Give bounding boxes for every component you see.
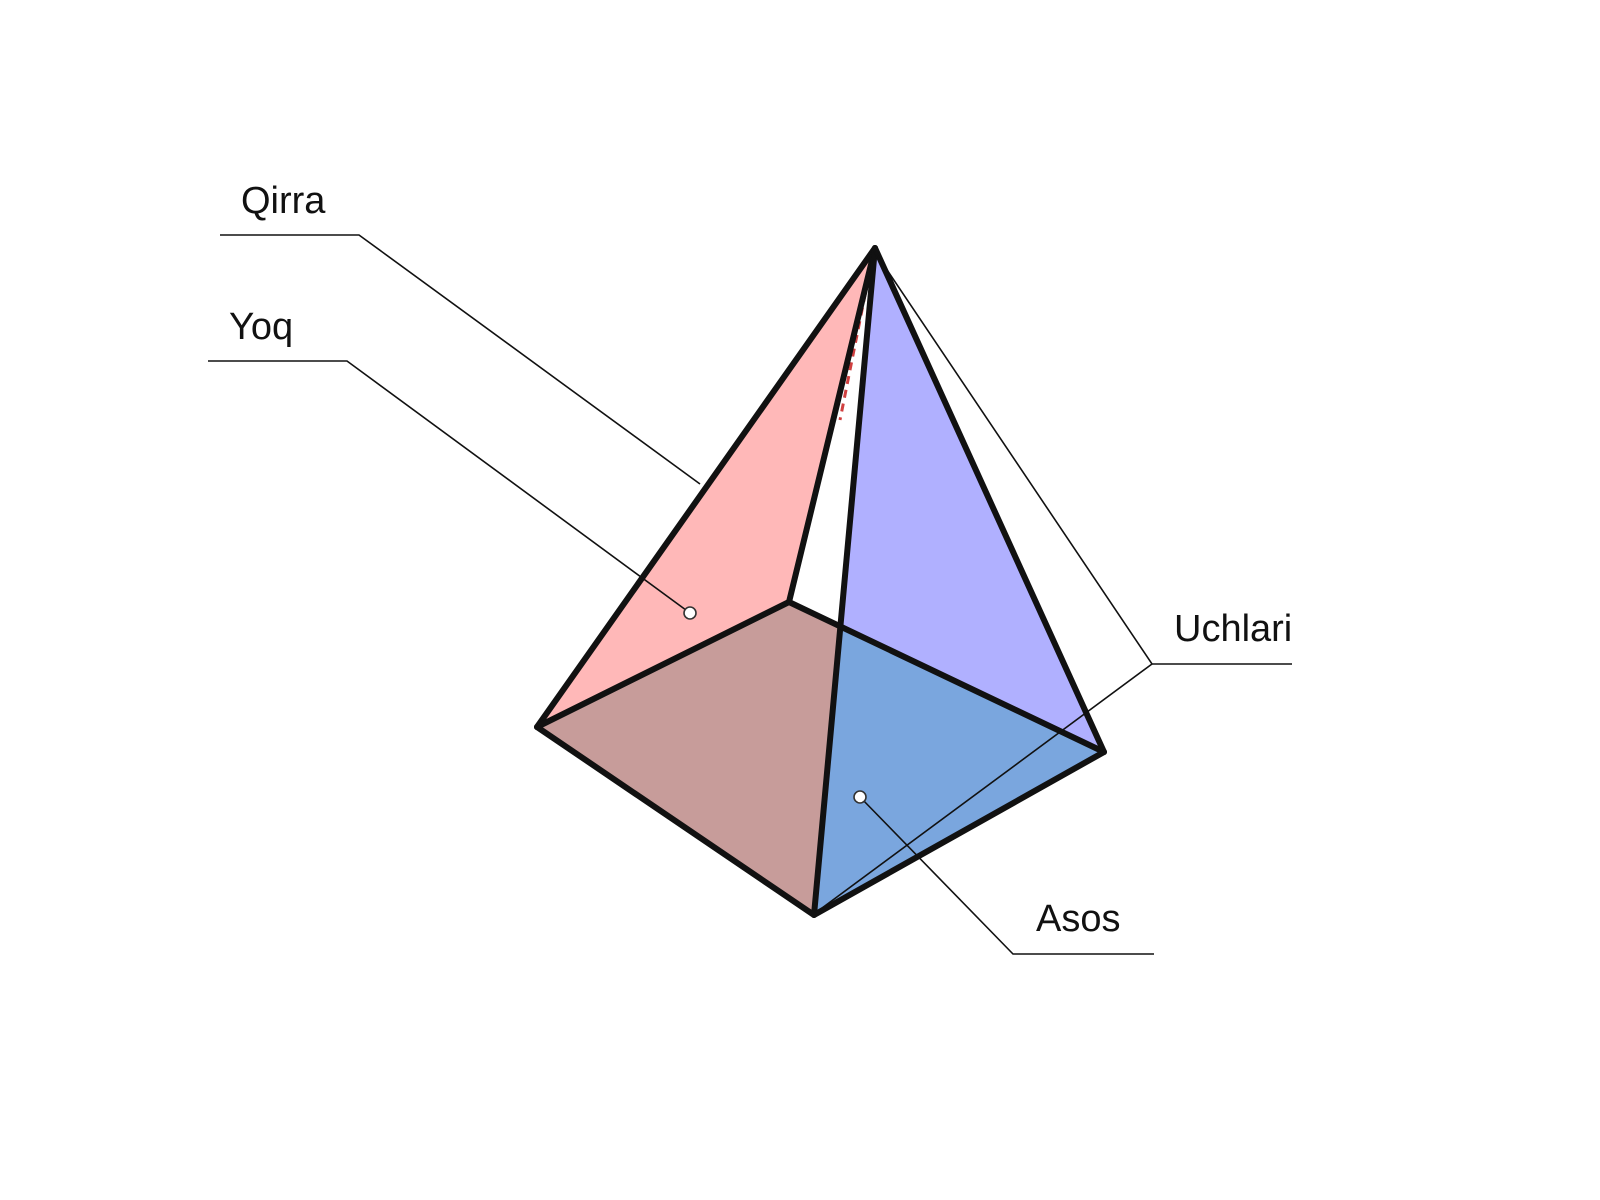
label-base: Asos bbox=[1036, 898, 1121, 940]
edge-apex-right bbox=[872, 245, 1107, 755]
right-face bbox=[838, 248, 1104, 752]
edge-apex-left bbox=[534, 245, 878, 730]
edge-base-back-right bbox=[786, 599, 1107, 755]
face-marker bbox=[683, 606, 697, 620]
leader-qirra bbox=[220, 234, 701, 485]
base-front-left-region bbox=[537, 602, 838, 915]
label-edge: Qirra bbox=[241, 180, 326, 222]
edge-base-right-front bbox=[811, 749, 1107, 918]
edge-apex-back bbox=[786, 245, 878, 605]
leader-lines bbox=[208, 234, 1292, 955]
hidden-edge bbox=[838, 279, 870, 421]
base-marker bbox=[853, 790, 867, 804]
edge-apex-front bbox=[811, 245, 878, 918]
label-vertices: Uchlari bbox=[1174, 608, 1293, 650]
leader-uchlari-base bbox=[817, 663, 1153, 912]
edge-base-left-back bbox=[534, 599, 792, 730]
edge-base-front-left bbox=[534, 724, 817, 918]
label-face: Yoq bbox=[229, 306, 294, 348]
pyramid-edges bbox=[534, 245, 1107, 918]
leader-asos bbox=[859, 796, 1154, 955]
leader-yoq bbox=[208, 360, 691, 614]
